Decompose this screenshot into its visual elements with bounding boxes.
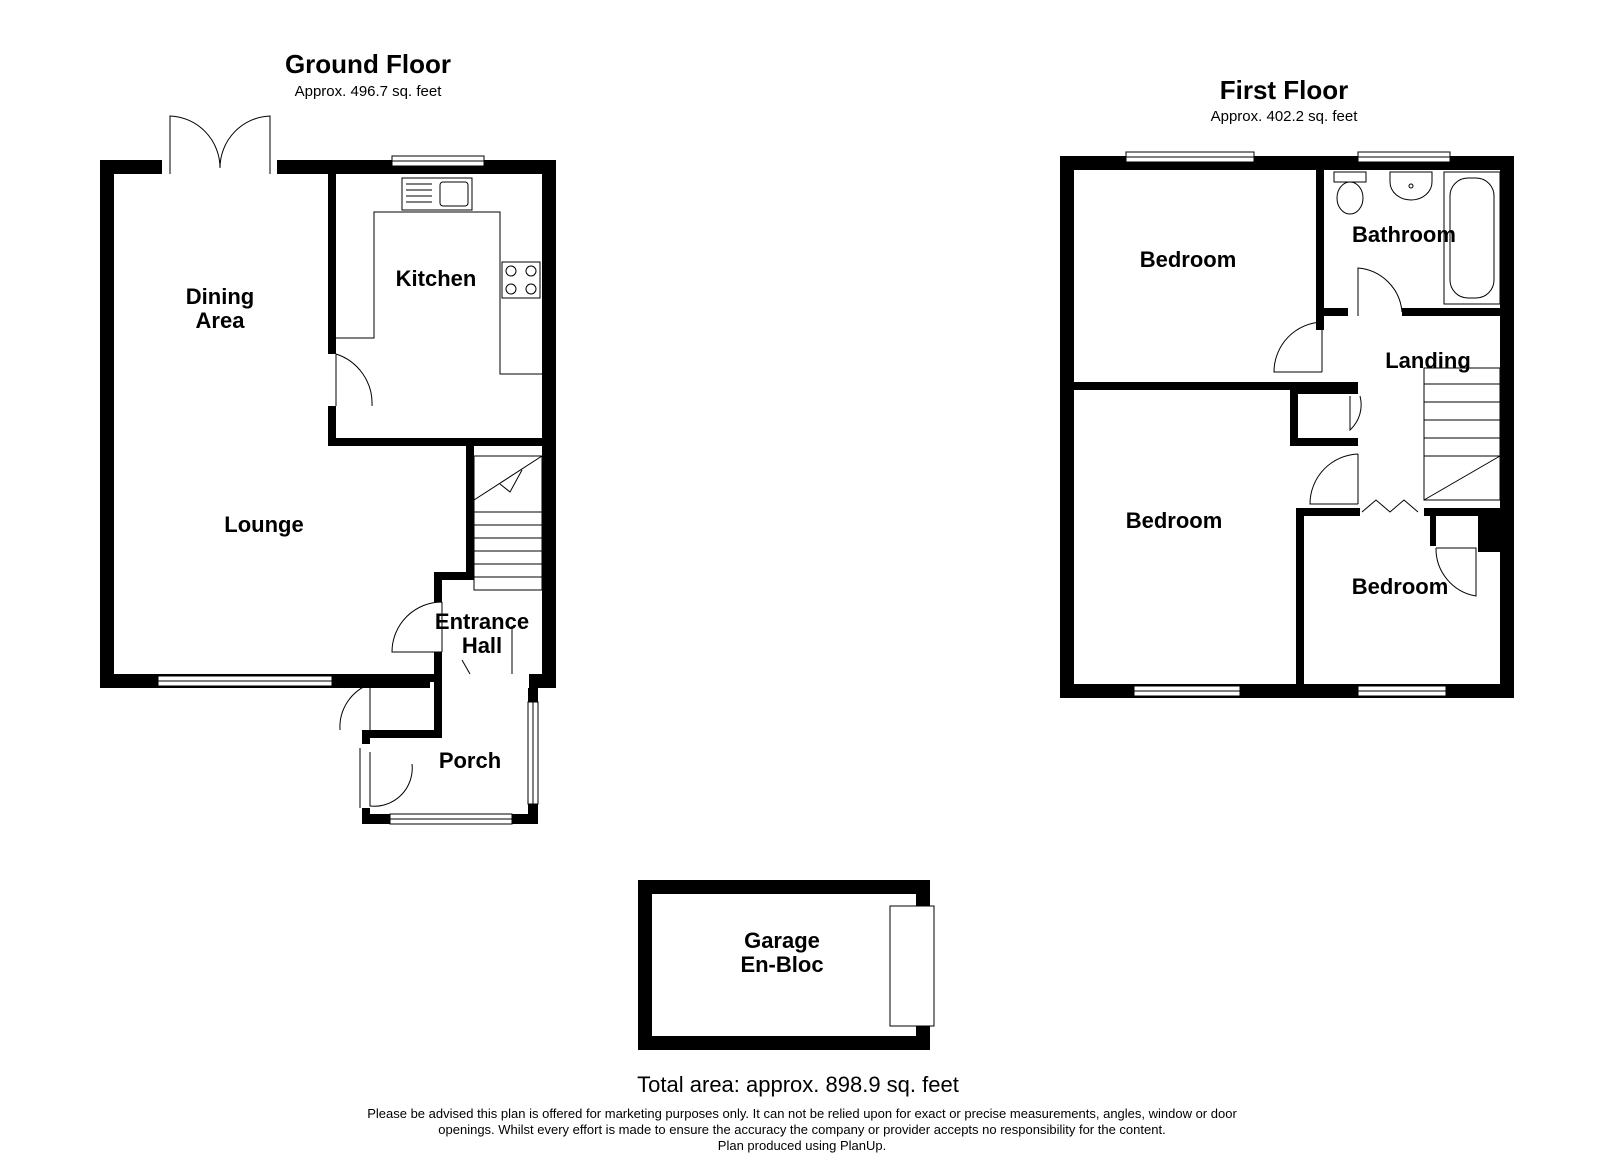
porch-wall-bottom-left	[362, 814, 390, 824]
room-label-porch: Porch	[439, 748, 501, 773]
sink-icon	[401, 177, 473, 211]
disclaimer-line-2: openings. Whilst every effort is made to…	[438, 1122, 1165, 1137]
hall-partition	[461, 626, 513, 675]
first-floor-area: Approx. 402.2 sq. feet	[1211, 108, 1359, 125]
french-door-icon	[169, 115, 271, 174]
porch-front-door-icon	[359, 748, 413, 808]
bed1-wall-bottom	[1074, 382, 1358, 390]
porch-wall-right	[528, 688, 538, 702]
hall-wall-low	[434, 652, 442, 674]
hall-door-icon	[391, 601, 443, 653]
porch-wall-top	[334, 674, 442, 682]
bed1-wall-right	[1316, 316, 1324, 330]
bathroom-wall-bottom-b	[1402, 308, 1500, 316]
bed3-wall-top-b	[1424, 508, 1500, 516]
first-wall-right	[1500, 156, 1514, 698]
toilet-icon	[1333, 171, 1367, 215]
room-label-dining: Dining	[186, 284, 254, 309]
garage-label: Garage	[744, 928, 820, 953]
bedroom1-door-icon	[1273, 321, 1323, 373]
garage-wall-left	[638, 880, 652, 1050]
kitchen-wall-bottom	[328, 438, 556, 446]
ground-floor-area: Approx. 496.7 sq. feet	[295, 83, 443, 100]
first-floor-title: First Floor	[1220, 75, 1349, 105]
ground-wall-bottom-right	[529, 674, 556, 688]
ground-wall-right	[542, 160, 556, 688]
ground-wall-left	[100, 160, 114, 688]
cupboard-wall-bottom	[1290, 438, 1358, 446]
garage-wall-bottom	[638, 1036, 930, 1050]
hall-wall-vert	[434, 572, 442, 602]
room-label-hall: Hall	[462, 633, 502, 658]
ground-wall-top-left	[100, 160, 162, 174]
bed3-cupboard-right	[1478, 516, 1500, 552]
room-label-dining-area: Area	[196, 308, 246, 333]
room-label-landing: Landing	[1385, 348, 1471, 373]
kitchen-worktop	[336, 211, 542, 375]
bedroom3-cupboard-door-icon	[1435, 547, 1477, 597]
garage-plan: Garage En-Bloc	[638, 880, 935, 1050]
garage-wall-right-bottom	[916, 1024, 930, 1050]
stair-wall-left	[466, 446, 474, 576]
bathroom-wall-bottom-a	[1316, 308, 1348, 316]
bifold-door-icon	[1361, 499, 1419, 513]
bathroom-wall-left	[1316, 170, 1324, 318]
basin-icon	[1389, 171, 1433, 201]
room-label-bedroom-2: Bedroom	[1126, 508, 1223, 533]
room-label-bathroom: Bathroom	[1352, 222, 1456, 247]
bed3-wall-top	[1296, 508, 1360, 516]
room-label-bedroom-1: Bedroom	[1140, 247, 1237, 272]
disclaimer-line-1: Please be advised this plan is offered f…	[367, 1106, 1237, 1121]
bed2-wall-right	[1296, 508, 1304, 684]
garage-label-enbloc: En-Bloc	[740, 952, 823, 977]
hob-icon	[501, 261, 541, 299]
room-label-entrance: Entrance	[435, 609, 529, 634]
ground-floor-title: Ground Floor	[285, 49, 451, 79]
kitchen-door-icon	[335, 353, 373, 407]
room-label-bedroom-3: Bedroom	[1352, 574, 1449, 599]
cupboard-door-icon	[1349, 395, 1362, 432]
porch-wall-inner-v	[434, 674, 442, 738]
bedroom2-door-icon	[1309, 453, 1359, 505]
kitchen-wall-left	[328, 174, 336, 354]
first-wall-left	[1060, 156, 1074, 698]
first-stairs-icon	[1423, 367, 1501, 501]
bed3-cupboard-left	[1430, 516, 1436, 546]
cupboard-wall-top	[1290, 386, 1358, 394]
porch-wall-inner-h	[370, 730, 442, 738]
first-floor-plan: First Floor Approx. 402.2 sq. feet	[1060, 75, 1514, 698]
bath-icon	[1443, 171, 1501, 305]
garage-wall-right-top	[916, 880, 930, 908]
total-area: Total area: approx. 898.9 sq. feet	[637, 1072, 959, 1097]
porch-wall-right-low	[528, 804, 538, 824]
room-label-kitchen: Kitchen	[396, 266, 477, 291]
bathroom-door-icon	[1357, 267, 1403, 316]
porch-inner-door-icon	[339, 683, 371, 731]
room-label-lounge: Lounge	[224, 512, 303, 537]
ground-stairs-icon	[473, 455, 543, 591]
ground-floor-plan: Ground Floor Approx. 496.7 sq. feet	[100, 49, 556, 825]
garage-door	[889, 905, 935, 1027]
porch-wall-left	[362, 730, 370, 744]
kitchen-wall-left-low	[328, 406, 336, 446]
ground-wall-top-right	[277, 160, 556, 174]
porch-wall-bottom-right	[512, 814, 538, 824]
cupboard-wall-left	[1290, 386, 1298, 446]
garage-wall-top	[638, 880, 930, 894]
hall-wall-step	[434, 572, 474, 580]
disclaimer-line-3: Plan produced using PlanUp.	[718, 1138, 886, 1153]
